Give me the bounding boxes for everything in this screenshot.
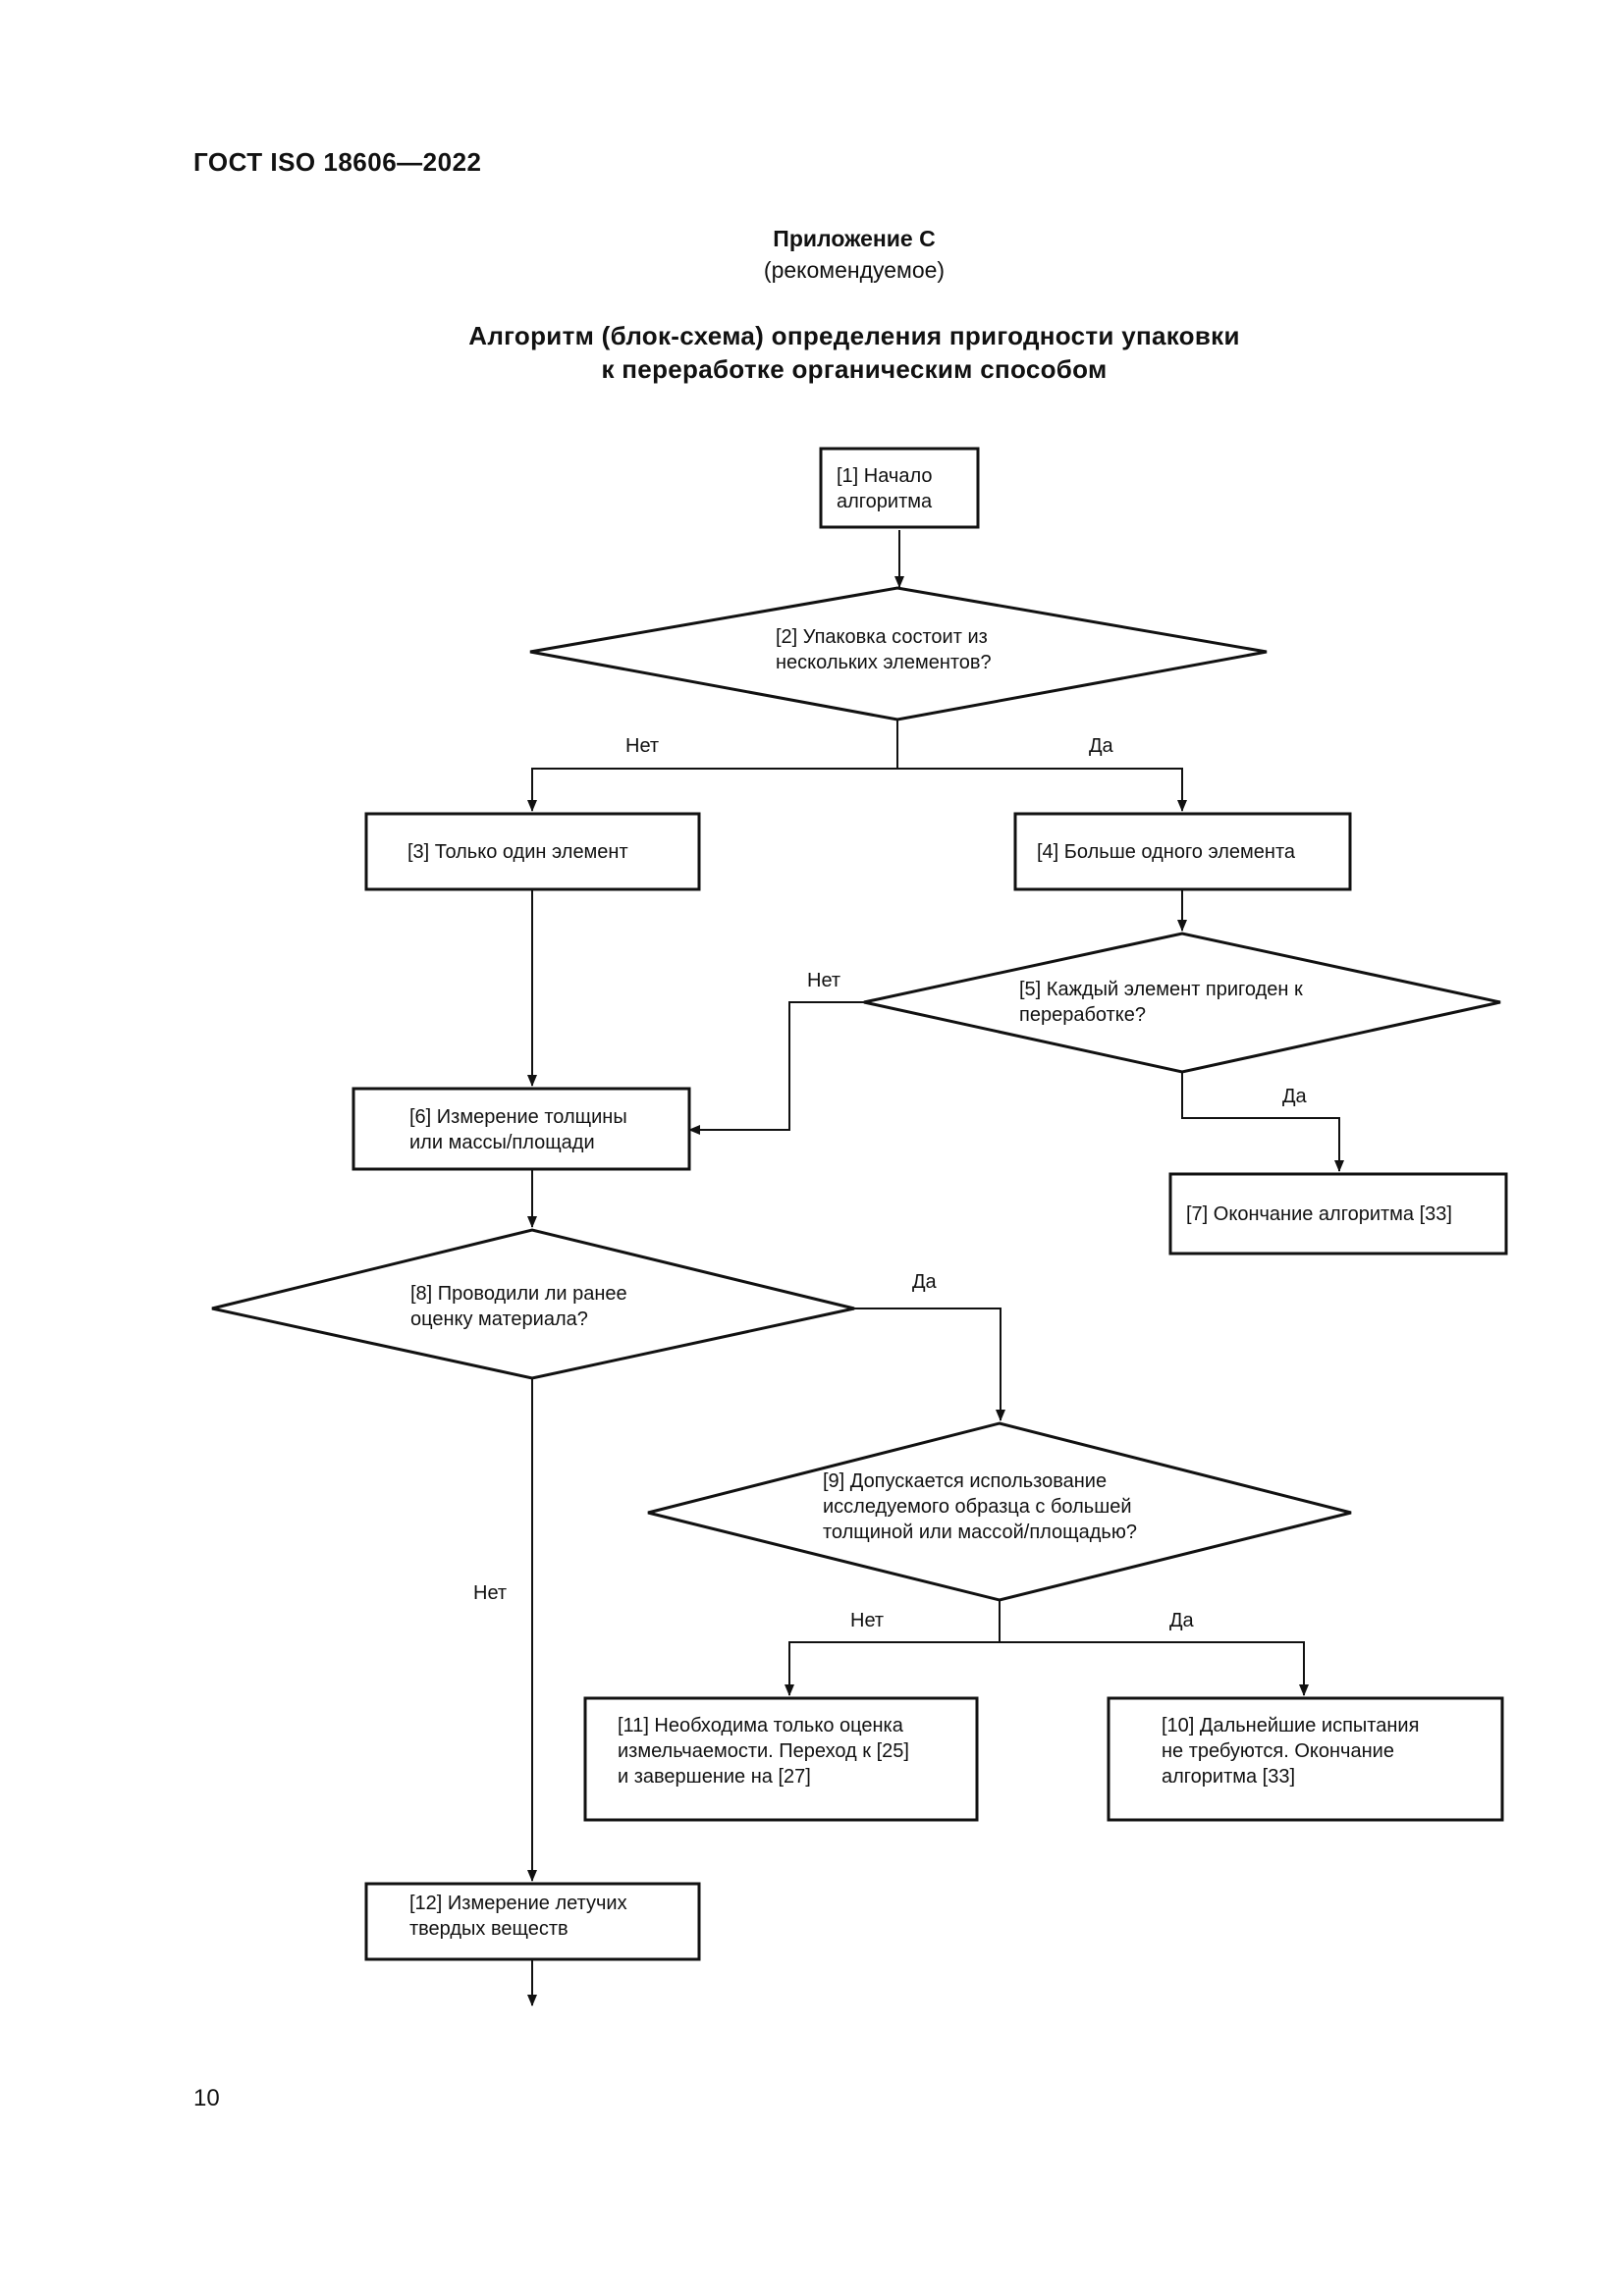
- node-labels: [1] Начало алгоритма [2] Упаковка состои…: [407, 465, 1452, 1940]
- node-6-label-line-2: или массы/площади: [409, 1132, 595, 1153]
- edge-labels: Нет Да Нет Да Да Нет Нет Да: [473, 735, 1308, 1631]
- node-11-process: [583, 1696, 979, 1822]
- node-6-label: [6] Измерение толщины или массы/площади: [409, 1106, 632, 1153]
- edge-8-9: [854, 1308, 1005, 1421]
- node-10-label-line-1: [10] Дальнейшие испытания: [1162, 1715, 1419, 1736]
- node-12-label: [12] Измерение летучих твердых веществ: [409, 1893, 632, 1940]
- node-12-label-line-1: [12] Измерение летучих: [409, 1893, 627, 1914]
- edge-2-4-label: Да: [1089, 735, 1114, 757]
- node-5-label-line-2: переработке?: [1019, 1004, 1146, 1026]
- node-7-label: [7] Окончание алгоритма [33]: [1186, 1203, 1452, 1225]
- edge-5-6-label: Нет: [807, 970, 840, 991]
- edge-9-11: [785, 1600, 1001, 1696]
- node-2-decision: [529, 586, 1268, 721]
- page-number: 10: [193, 2085, 220, 2111]
- edge-9-10-label: Да: [1169, 1610, 1195, 1631]
- node-12-process: [364, 1882, 701, 1961]
- node-6-label-line-1: [6] Измерение толщины: [409, 1106, 627, 1128]
- node-9-label: [9] Допускается использование исследуемо…: [823, 1470, 1137, 1543]
- diagram-title-line-1: Алгоритм (блок-схема) определения пригод…: [468, 321, 1240, 350]
- edge-2-4: [897, 768, 1187, 812]
- node-9-label-line-2: исследуемого образца с большей: [823, 1496, 1132, 1518]
- node-4-label-line-1: [4] Больше одного элемента: [1037, 841, 1296, 863]
- node-9-label-line-3: толщиной или массой/площадью?: [823, 1522, 1137, 1543]
- node-4-process: [1013, 812, 1352, 891]
- edge-8-9-label: Да: [912, 1271, 938, 1293]
- edge-9-11-label: Нет: [850, 1610, 884, 1631]
- node-11-label-line-2: измельчаемости. Переход к [25]: [618, 1740, 909, 1762]
- node-11-label-line-3: и завершение на [27]: [618, 1766, 811, 1788]
- node-8-decision: [211, 1228, 855, 1380]
- node-11-label-line-1: [11] Необходима только оценка: [618, 1715, 904, 1736]
- node-7-end: [1168, 1172, 1508, 1255]
- node-2-label-line-2: нескольких элементов?: [776, 652, 992, 673]
- node-1-label: [1] Начало алгоритма: [837, 465, 938, 512]
- flowchart-nodes: [211, 447, 1508, 1961]
- diagram-title-line-2: к переработке органическим способом: [601, 354, 1108, 384]
- node-8-label: [8] Проводили ли ранее оценку материала?: [410, 1283, 632, 1330]
- node-9-label-line-1: [9] Допускается использование: [823, 1470, 1107, 1492]
- node-5-label-line-1: [5] Каждый элемент пригоден к: [1019, 979, 1303, 1000]
- node-9-decision: [647, 1421, 1352, 1602]
- node-8-label-line-1: [8] Проводили ли ранее: [410, 1283, 627, 1305]
- node-4-label: [4] Больше одного элемента: [1037, 841, 1296, 863]
- edge-2-3: [527, 720, 898, 812]
- edge-5-6: [688, 1001, 864, 1135]
- node-5-label: [5] Каждый элемент пригоден к переработк…: [1019, 979, 1308, 1026]
- node-10-end: [1107, 1696, 1504, 1822]
- node-5-decision: [863, 932, 1501, 1074]
- node-11-label: [11] Необходима только оценка измельчаем…: [618, 1715, 915, 1788]
- node-1-start: [819, 447, 980, 529]
- edge-8-12-label: Нет: [473, 1582, 507, 1604]
- node-10-label: [10] Дальнейшие испытания не требуются. …: [1162, 1715, 1425, 1788]
- node-10-label-line-2: не требуются. Окончание: [1162, 1740, 1394, 1762]
- edge-9-10: [1000, 1641, 1309, 1696]
- edge-5-7: [1181, 1072, 1344, 1172]
- node-3-process: [364, 812, 701, 891]
- edge-2-3-label: Нет: [625, 735, 659, 757]
- document-id: ГОСТ ISO 18606—2022: [193, 147, 482, 177]
- node-10-label-line-3: алгоритма [33]: [1162, 1766, 1295, 1788]
- node-7-label-line-1: [7] Окончание алгоритма [33]: [1186, 1203, 1452, 1225]
- annex-status: (рекомендуемое): [763, 257, 946, 283]
- connectors: [527, 530, 1344, 2006]
- node-1-label-line-2: алгоритма: [837, 491, 933, 512]
- edge-5-7-label: Да: [1282, 1086, 1308, 1107]
- annex-title: Приложение С: [773, 226, 936, 251]
- node-2-label-line-1: [2] Упаковка состоит из: [776, 626, 988, 648]
- node-6-process: [352, 1087, 691, 1171]
- node-3-label: [3] Только один элемент: [407, 841, 628, 863]
- node-3-label-line-1: [3] Только один элемент: [407, 841, 628, 863]
- node-12-label-line-2: твердых веществ: [409, 1918, 568, 1940]
- node-8-label-line-2: оценку материала?: [410, 1308, 588, 1330]
- node-2-label: [2] Упаковка состоит из нескольких элеме…: [776, 626, 993, 673]
- node-1-label-line-1: [1] Начало: [837, 465, 932, 487]
